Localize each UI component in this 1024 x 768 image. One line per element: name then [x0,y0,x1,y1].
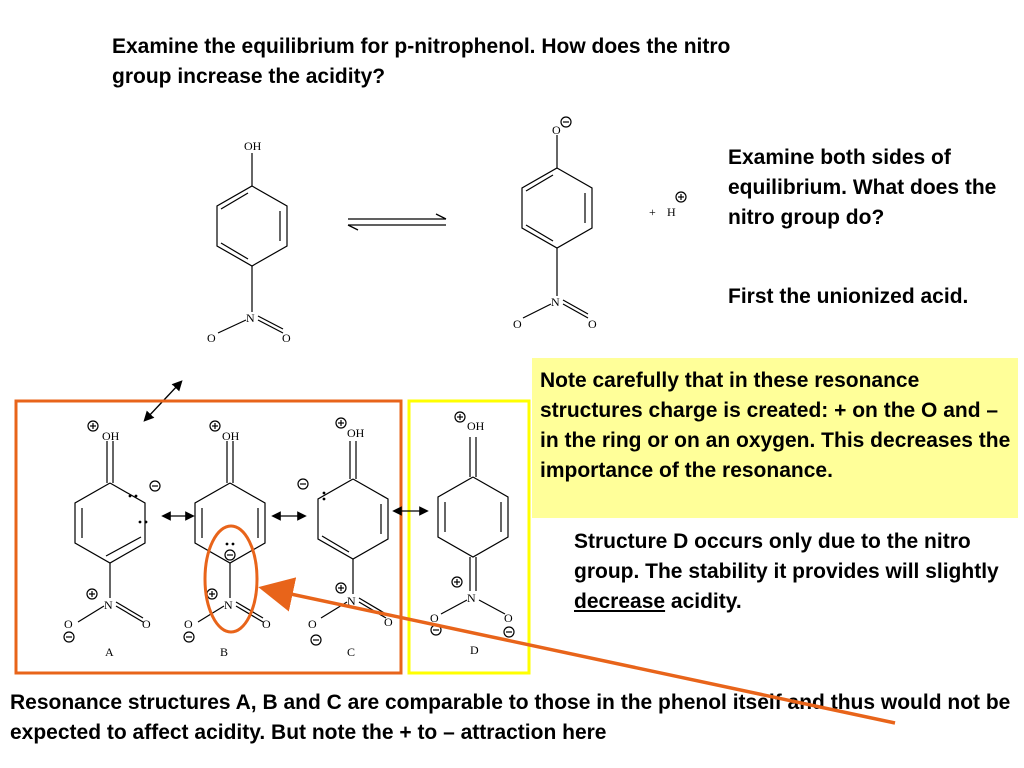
structure-c-oh-label: OH [347,426,365,440]
phenoxide-nitro-o2-label: O [588,317,597,331]
structure-d-text: Structure D occurs only due to the nitro… [574,527,1014,617]
structure-d-underlined: decrease [574,590,666,613]
structure-c-label: C [347,645,355,659]
structure-b-n-label: N [224,598,233,612]
structure-d-o1-label: O [430,611,439,625]
structure-a-n-label: N [104,598,113,612]
phenol-nitro-o1-label: O [207,331,216,345]
structure-d-text-before: Structure D occurs only due to the nitro… [574,530,999,583]
structure-a-o1-label: O [64,617,73,631]
p-nitrophenoxide-molecule [521,116,687,319]
side-question-text: Examine both sides of equilibrium. What … [728,146,997,229]
phenol-nitro-o2-label: O [282,331,291,345]
attraction-highlight-ellipse [203,524,259,634]
phenol-nitro-n-label: N [246,311,255,325]
resonance-d-box [407,399,531,675]
phenoxide-o-label: O [552,123,561,137]
phenol-oh-label: OH [244,139,262,153]
orange-pointer-arrow [258,577,896,725]
structure-c-n-label: N [347,594,356,608]
structure-d-text-after: acidity. [665,590,742,613]
structure-d-label: D [470,643,479,657]
structure-b-o2-label: O [262,617,271,631]
structure-b-label: B [220,645,228,659]
proton-h-label: H [667,205,676,219]
phenoxide-nitro-n-label: N [551,295,560,309]
structure-d-o2-label: O [504,611,513,625]
structure-c-o1-label: O [308,617,317,631]
bottom-text: Resonance structures A, B and C are comp… [10,691,1011,744]
structure-b-lone-pairs [225,542,235,546]
resonance-structure-b [183,420,266,643]
note-box: Note carefully that in these resonance s… [532,358,1018,518]
structure-a-lone-pairs [128,494,148,524]
structure-d-n-label: N [467,591,476,605]
resonance-abc-box [14,399,403,675]
equilibrium-arrows [347,213,447,231]
resonance-structure-d [430,411,515,638]
structure-b-o1-label: O [184,617,193,631]
p-nitrophenol-molecule [216,153,288,334]
phenoxide-nitro-o1-label: O [513,317,522,331]
resonance-structure-a [63,420,161,643]
structure-c-o2-label: O [384,615,393,629]
structure-b-oh-label: OH [222,429,240,443]
structure-a-oh-label: OH [102,429,120,443]
structure-c-lone-pairs [322,491,326,501]
structure-a-o2-label: O [142,617,151,631]
slide-title: Examine the equilibrium for p-nitropheno… [112,35,731,88]
side-first-text: First the unionized acid. [728,285,969,308]
structure-d-oh-label: OH [467,419,485,433]
structure-a-label: A [105,645,114,659]
plus-sign-label: + [649,205,656,219]
